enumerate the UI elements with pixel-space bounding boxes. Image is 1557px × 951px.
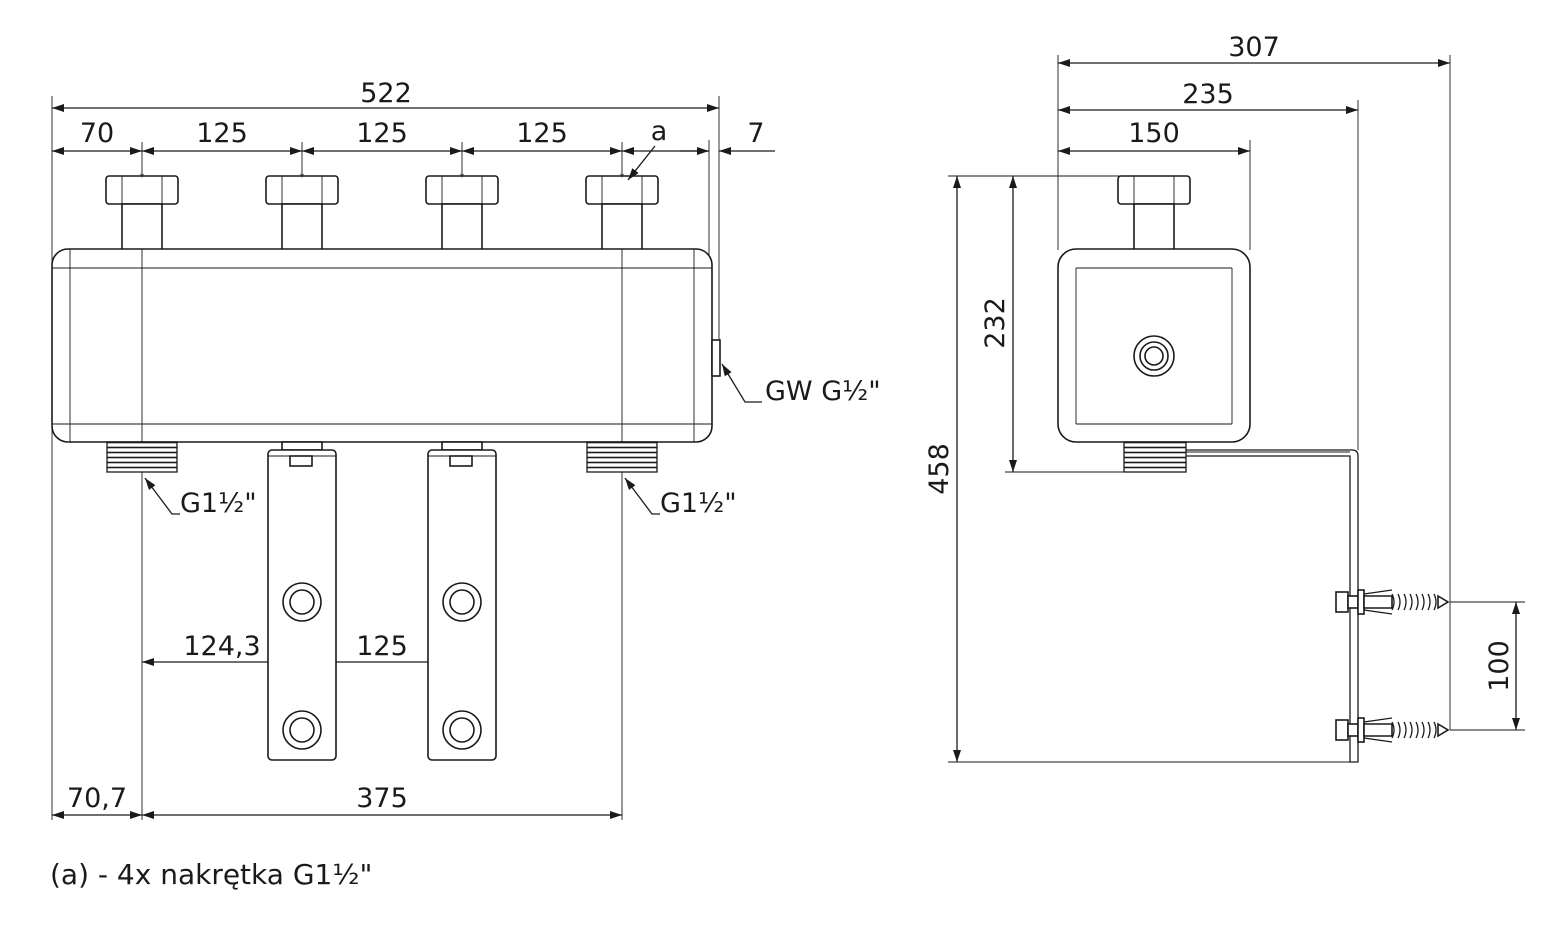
label-side-port: GW G½" xyxy=(765,376,881,407)
dim-spacing-2: 125 xyxy=(356,118,408,149)
dim-nut-ref: a xyxy=(651,116,668,147)
dim-spacing-first: 70 xyxy=(80,118,114,149)
footnote: (a) - 4x nakrętka G1½" xyxy=(50,858,373,891)
dim-depth-mid: 235 xyxy=(1182,79,1234,110)
top-nut: * xyxy=(585,172,659,252)
side-extension-lines xyxy=(948,55,1525,763)
dim-bottom-span: 375 xyxy=(356,783,408,814)
dim-bolt-spacing: 100 xyxy=(1484,640,1515,692)
side-body xyxy=(1057,248,1251,443)
svg-text:*: * xyxy=(300,172,305,183)
svg-text:*: * xyxy=(620,172,625,183)
side-bottom-thread xyxy=(1123,441,1187,473)
top-nut: * xyxy=(105,172,179,252)
dim-height-body: 232 xyxy=(980,297,1011,349)
side-dimension-lines xyxy=(953,59,1520,762)
front-view: * * * * xyxy=(51,78,881,820)
wall-anchor xyxy=(1335,589,1450,615)
top-nut: * xyxy=(425,172,499,252)
bottom-threads xyxy=(106,441,658,473)
top-nuts: * * * * xyxy=(105,172,659,252)
label-bottom-right-thread: G1½" xyxy=(660,488,737,519)
svg-text:*: * xyxy=(460,172,465,183)
dim-spacing-1: 125 xyxy=(196,118,248,149)
dim-bracket-offset: 124,3 xyxy=(183,631,260,662)
dim-spacing-3: 125 xyxy=(516,118,568,149)
dim-bracket-spacing: 125 xyxy=(356,631,408,662)
wall-anchors xyxy=(1335,589,1450,743)
svg-text:*: * xyxy=(140,172,145,183)
wall-brackets xyxy=(267,441,497,761)
dim-depth-total: 307 xyxy=(1228,32,1280,63)
dim-offset-right: 7 xyxy=(747,118,764,149)
dim-left-offset: 70,7 xyxy=(67,783,127,814)
manifold-body xyxy=(51,248,721,443)
side-view: 307 235 150 232 458 100 xyxy=(924,32,1525,763)
nut-leader xyxy=(627,145,656,181)
label-bottom-left-thread: G1½" xyxy=(180,488,257,519)
side-mounting-bracket xyxy=(1186,449,1359,763)
top-nut: * xyxy=(265,172,339,252)
side-top-nut xyxy=(1117,175,1191,252)
wall-anchor xyxy=(1335,717,1450,743)
dim-total-width: 522 xyxy=(360,78,412,109)
bracket xyxy=(427,441,497,761)
callout-leaders xyxy=(144,363,762,515)
bracket xyxy=(267,441,337,761)
dim-height-total: 458 xyxy=(924,443,955,495)
dim-depth-top: 150 xyxy=(1128,118,1180,149)
